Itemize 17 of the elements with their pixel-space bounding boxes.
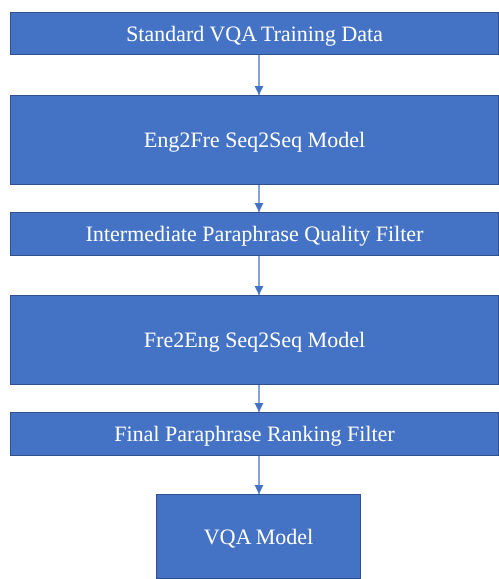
box-label: Standard VQA Training Data <box>126 20 383 46</box>
process-box <box>156 494 361 579</box>
arrow <box>254 256 264 295</box>
process-box <box>10 212 499 256</box>
box-label: Intermediate Paraphrase Quality Filter <box>86 221 424 247</box>
arrow <box>254 385 264 412</box>
arrow <box>254 456 264 494</box>
box-label: Fre2Eng Seq2Seq Model <box>144 327 366 353</box>
process-box <box>10 12 499 55</box>
box-label: VQA Model <box>204 524 314 550</box>
arrow <box>254 185 264 212</box>
box-label: Eng2Fre Seq2Seq Model <box>144 127 366 153</box>
box-label: Final Paraphrase Ranking Filter <box>114 421 395 447</box>
process-box <box>10 412 499 456</box>
process-box <box>10 95 499 185</box>
process-box <box>10 295 499 385</box>
arrow <box>254 55 264 95</box>
